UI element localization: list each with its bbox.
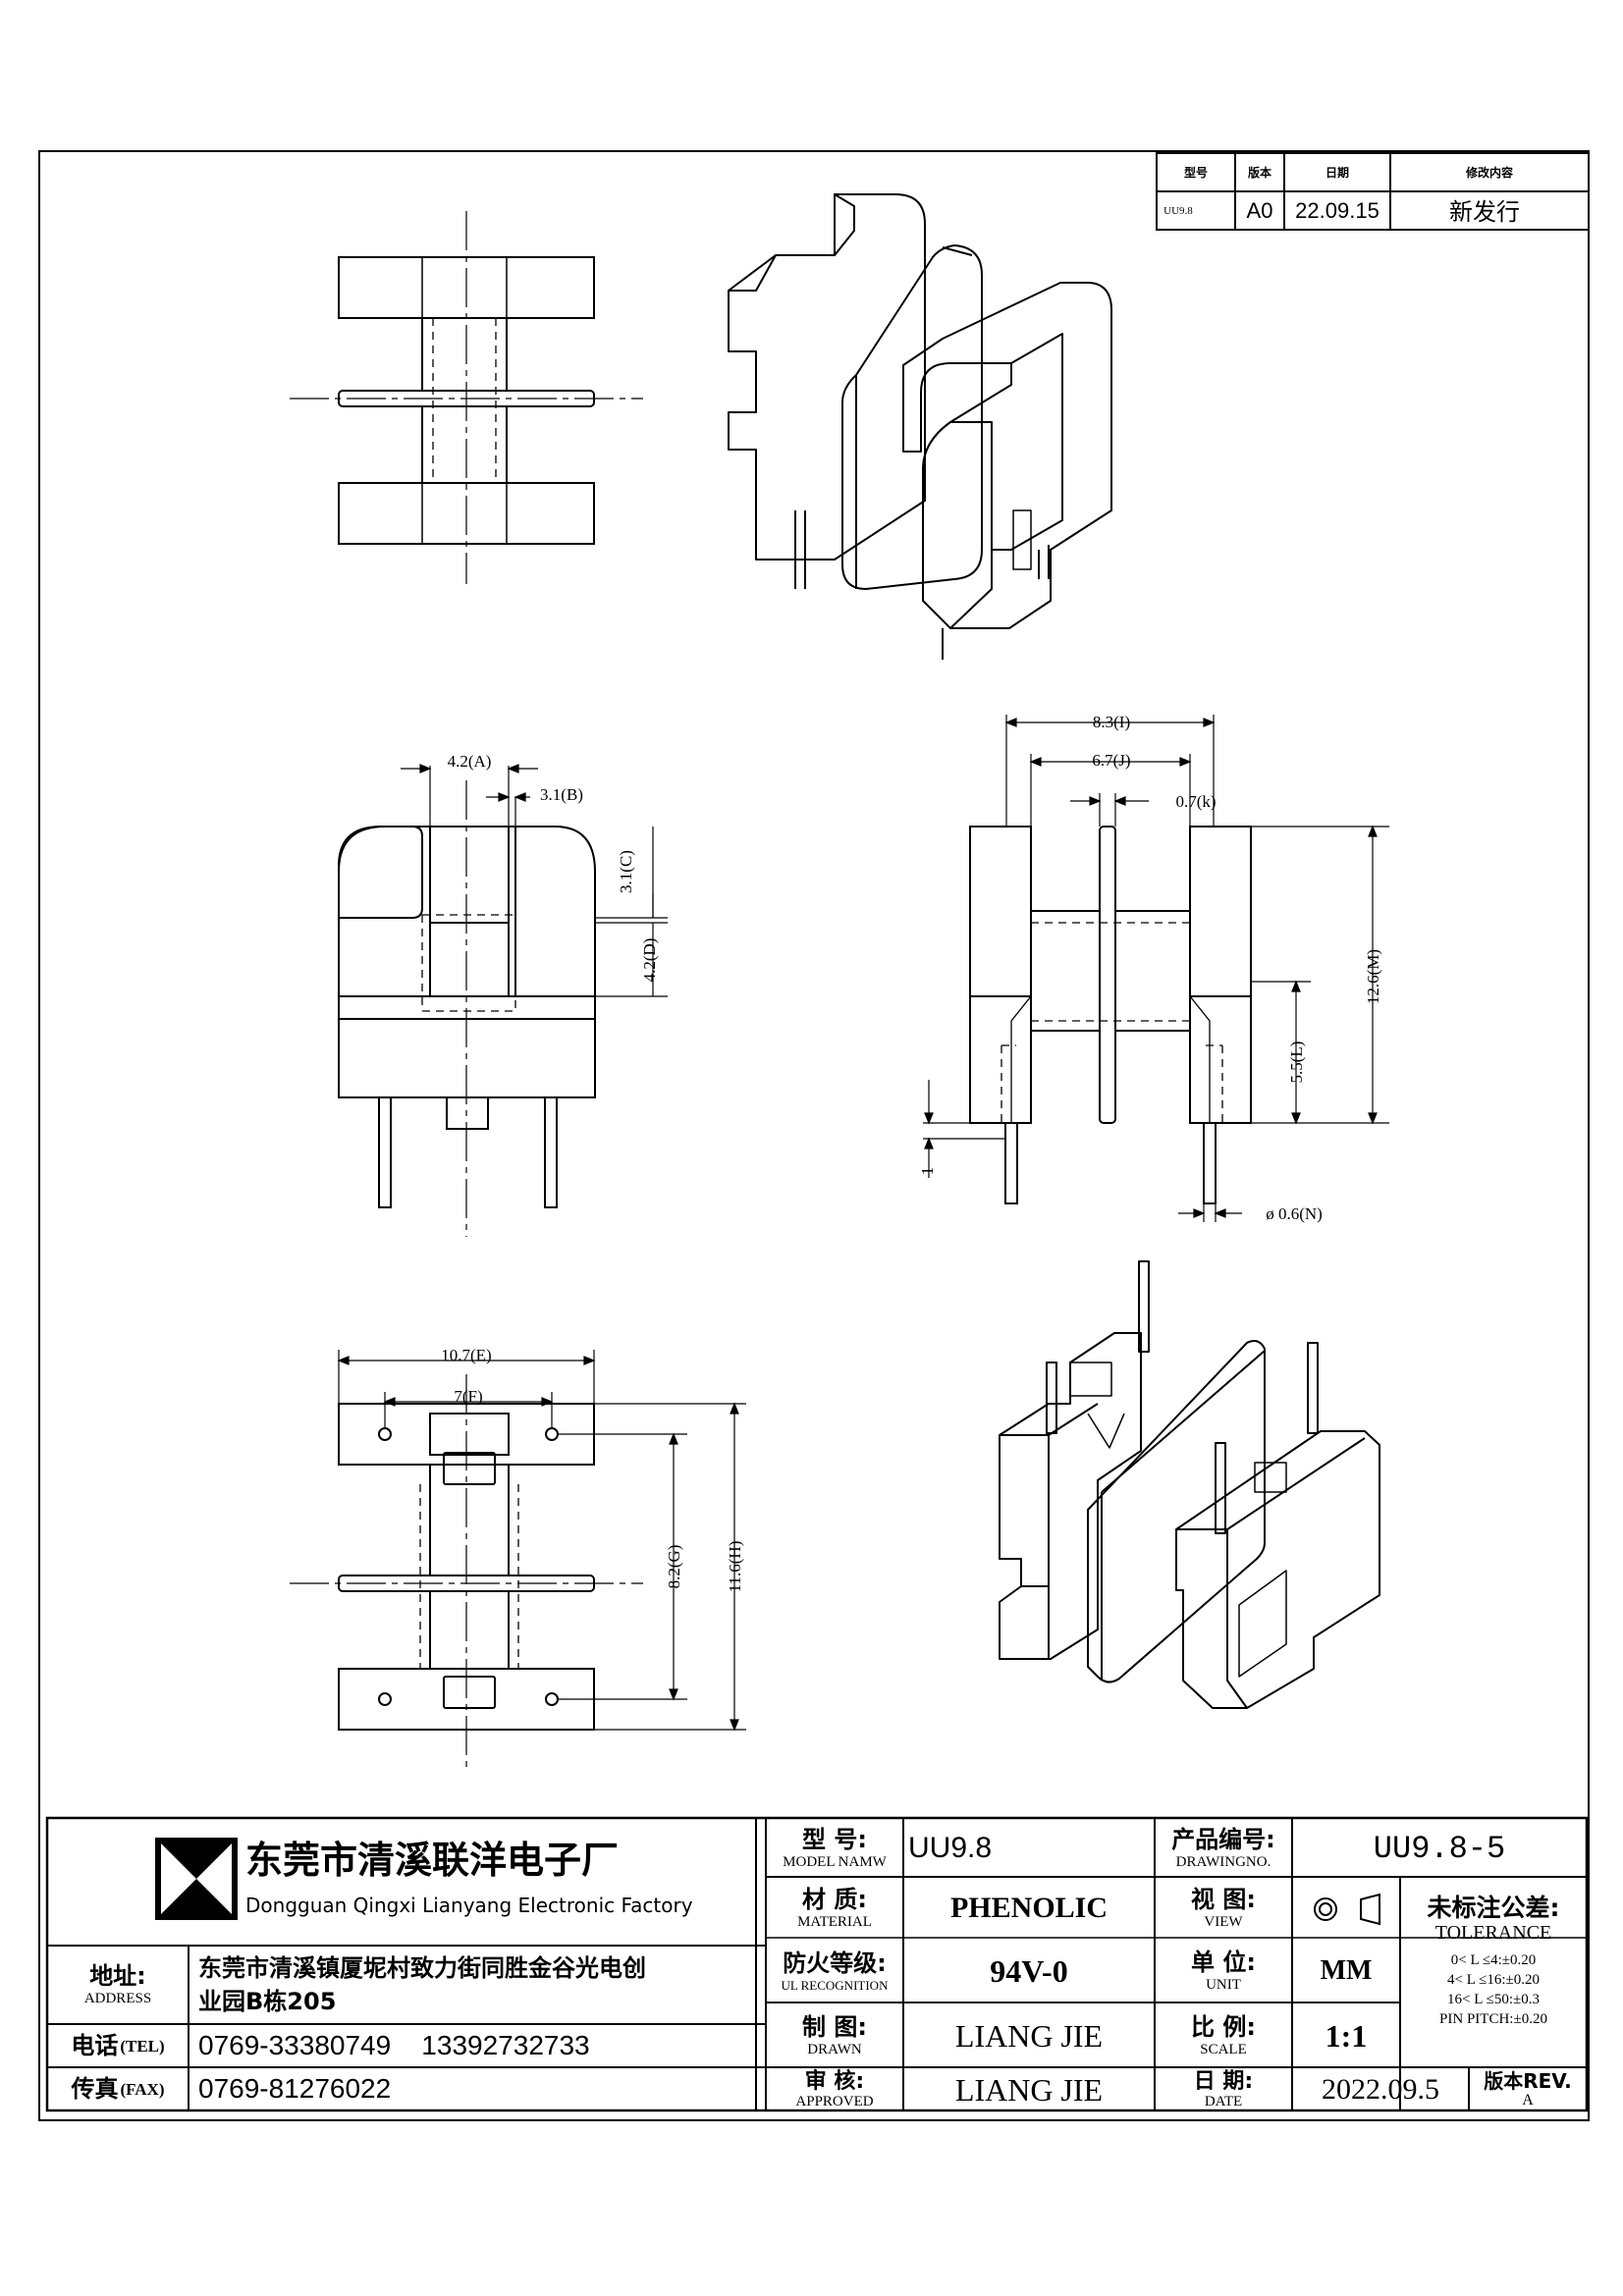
dim-m-label: 12.6(M)	[1364, 949, 1382, 1004]
rev-date-value: 22.09.15	[1295, 198, 1380, 223]
tolerance-box: 未标注公差: TOLERANCE 0< L ≤4:±0.20 4< L ≤16:…	[1400, 1879, 1587, 2067]
model-label-en: MODEL NAMW	[783, 1853, 887, 1870]
address-label-en: ADDRESS	[83, 1990, 152, 2006]
projection-view-icon	[1314, 1893, 1380, 1926]
ul-label: 防火等级:	[783, 1949, 887, 1977]
tolerance-line-3: 16< L ≤50:±0.3	[1447, 1992, 1540, 2007]
address-line-2: 业园B栋205	[198, 1988, 337, 2015]
dim-n-label: ø 0.6(N)	[1266, 1204, 1323, 1223]
drawing-no-label: 产品编号:	[1171, 1825, 1275, 1853]
date-label-en: DATE	[1204, 2093, 1243, 2109]
address-value: 东莞市清溪镇厦坭村致力街同胜金谷光电创 业园B栋205	[198, 1951, 753, 2022]
rev-version-value: A0	[1247, 198, 1273, 223]
unit-value: MM	[1320, 1955, 1373, 1986]
dim-j-label: 6.7(J)	[1092, 751, 1130, 770]
address-label: 地址:	[89, 1961, 146, 1990]
dim-l-label: 5.5(L)	[1287, 1041, 1306, 1084]
drawn-label-en: DRAWN	[807, 2041, 862, 2057]
dim-e-label: 10.7(E)	[441, 1346, 491, 1364]
rev-value: A	[1522, 2092, 1534, 2109]
approved-value: LIANG JIE	[954, 2071, 1104, 2108]
view-label: 视 图:	[1191, 1885, 1256, 1913]
scale-label-en: SCALE	[1200, 2041, 1247, 2057]
dim-k-label: 0.7(k)	[1175, 792, 1216, 811]
approved-label: 审 核:	[804, 2068, 865, 2094]
material-label: 材 质:	[802, 1885, 867, 1913]
scale-label: 比 例:	[1191, 2012, 1256, 2041]
bottom-view-bottom-left	[290, 1350, 746, 1767]
drawing-no-value: UU9.8-5	[1373, 1830, 1506, 1867]
tolerance-label-en: TOLERANCE	[1434, 1922, 1552, 1944]
ul-value: 94V-0	[990, 1952, 1068, 1989]
title-block-grid	[45, 1816, 1589, 2112]
side-view-top-left	[290, 211, 643, 584]
tolerance-line-2: 4< L ≤16:±0.20	[1447, 1972, 1540, 1988]
date-value: 2022.09.5	[1322, 2073, 1439, 2106]
scale-value: 1:1	[1325, 2017, 1368, 2054]
tolerance-line-1: 0< L ≤4:±0.20	[1450, 1952, 1537, 1968]
rev-header-version: 版本	[1248, 165, 1271, 180]
dim-one-label: 1	[918, 1167, 937, 1176]
rev-label: 版本REV.	[1484, 2069, 1572, 2093]
tolerance-line-4: PIN PITCH:±0.20	[1439, 2011, 1547, 2027]
dim-i-label: 8.3(I)	[1093, 713, 1130, 731]
approved-label-en: APPROVED	[795, 2093, 874, 2109]
view-label-en: VIEW	[1204, 1913, 1243, 1930]
model-label: 型 号:	[802, 1825, 867, 1853]
dim-c-label: 3.1(C)	[617, 850, 635, 893]
company-logo-icon	[155, 1838, 238, 1920]
fax-label: 传真	[71, 2075, 119, 2103]
dim-b-label: 3.1(B)	[540, 785, 583, 804]
rev-header-date: 日期	[1325, 165, 1349, 180]
dim-d-label: 4.2(D)	[640, 938, 659, 983]
rev-header-change: 修改内容	[1465, 165, 1513, 180]
tel-label-en: (TEL)	[120, 2036, 165, 2056]
rev-change-value: 新发行	[1449, 198, 1520, 226]
dim-h-label: 11.6(H)	[726, 1541, 744, 1593]
sheet-border	[38, 150, 1590, 2121]
company-name-cn: 东莞市清溪联洋电子厂	[245, 1839, 620, 1882]
tel-value: 0769-33380749 13392732733	[198, 2030, 590, 2060]
drawn-label: 制 图:	[802, 2012, 867, 2041]
rev-header-model: 型号	[1184, 165, 1208, 180]
front-view-middle-left	[338, 764, 668, 1237]
ul-label-en: UL RECOGNITION	[781, 1977, 889, 1993]
fax-value: 0769-81276022	[198, 2073, 392, 2104]
tolerance-label: 未标注公差:	[1427, 1894, 1560, 1922]
company-name-en: Dongguan Qingxi Lianyang Electronic Fact…	[245, 1894, 693, 1917]
drawing-no-label-en: DRAWINGNO.	[1175, 1853, 1271, 1870]
date-label: 日 期:	[1193, 2068, 1254, 2094]
dim-a-label: 4.2(A)	[448, 752, 492, 771]
model-value: UU9.8	[908, 1832, 993, 1864]
side-view-middle-right	[923, 715, 1389, 1222]
material-value: PHENOLIC	[949, 1892, 1109, 1924]
unit-label-en: UNIT	[1206, 1976, 1241, 1993]
revision-table	[1156, 152, 1590, 231]
rev-model-value: UU9.8	[1163, 205, 1193, 217]
address-line-1: 东莞市清溪镇厦坭村致力街同胜金谷光电创	[198, 1954, 646, 1982]
dim-f-label: 7(F)	[454, 1387, 482, 1406]
drawn-value: LIANG JIE	[954, 2017, 1104, 2054]
tel-label: 电话	[71, 2032, 119, 2059]
material-label-en: MATERIAL	[797, 1913, 872, 1930]
isometric-view-bottom	[999, 1260, 1380, 1709]
dim-g-label: 8.2(G)	[665, 1545, 683, 1589]
isometric-view-top	[728, 193, 1112, 660]
unit-label: 单 位:	[1191, 1948, 1256, 1976]
fax-label-en: (FAX)	[120, 2079, 165, 2099]
